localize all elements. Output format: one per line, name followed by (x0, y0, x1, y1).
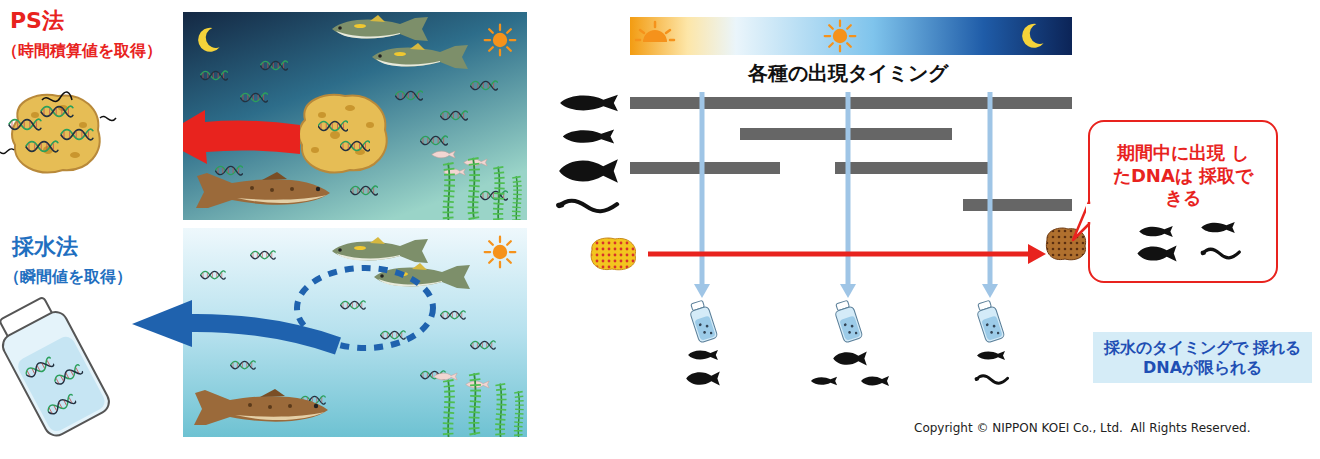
dna-strand (441, 311, 466, 319)
water-plant (448, 163, 450, 220)
ayu-fish (332, 237, 428, 263)
eel-silhouette (556, 201, 617, 212)
dna-strand (341, 301, 366, 309)
fish-silhouette (977, 351, 1005, 360)
callout-tail-joint (1086, 204, 1092, 222)
eel-silhouette (1201, 249, 1240, 258)
method-name: 採水法 (12, 234, 78, 260)
fish-silhouette (559, 159, 618, 182)
mini-bottle (975, 299, 1005, 343)
time-bar (630, 17, 1072, 55)
water-plant (474, 373, 476, 434)
fish-silhouette (833, 351, 867, 365)
small-fish (432, 151, 455, 158)
panel-background (183, 228, 527, 437)
dna-strand (381, 331, 406, 339)
fish-silhouette (861, 376, 889, 386)
water-plant (516, 176, 517, 220)
method-name: PS法 (10, 8, 64, 34)
callout-tail (1068, 122, 1098, 285)
small-fish (434, 373, 457, 380)
dna-strand (440, 111, 468, 120)
copyright-note: Copyright © NIPPON KOEI Co., Ltd. All Ri… (914, 421, 1251, 435)
dna-strand (471, 341, 496, 349)
timing-title: 各種の出現タイミング (748, 61, 948, 85)
mini-bottle (688, 299, 718, 343)
dna-strand (251, 251, 276, 259)
fish-silhouette (1137, 246, 1176, 262)
ayu-fish (372, 43, 468, 69)
dna-strand (231, 361, 256, 369)
sample-bottle (0, 292, 113, 440)
fish-silhouette (560, 95, 618, 112)
sunrise-icon (636, 22, 674, 42)
brown-fish (196, 172, 330, 208)
sun-icon (825, 21, 856, 52)
method-note: （時間積算値を取得） (2, 41, 162, 60)
note-box: 採水のタイミングで 採れるDNAが限られる (1093, 332, 1312, 383)
water-plant (518, 391, 519, 437)
sun-icon (485, 237, 516, 268)
red-arrow (183, 110, 300, 164)
water-plant (500, 384, 502, 437)
fish-silhouette (686, 371, 720, 385)
sun-icon (485, 25, 516, 56)
ayu-fish (374, 263, 470, 289)
dna-strand (395, 91, 423, 100)
fish-silhouette (688, 350, 718, 360)
method-note: （瞬間値を取得） (4, 267, 132, 286)
callout-box: 期間中に出現 したDNAは 採取できる (1088, 120, 1278, 283)
sampling-arrows (694, 92, 998, 298)
sponge (299, 95, 387, 172)
water-plant (473, 158, 475, 219)
sponge-start (591, 238, 635, 270)
dna-strand (215, 166, 243, 175)
moon-icon (198, 28, 219, 52)
eel-silhouette (975, 376, 1008, 384)
ps-panel (183, 12, 527, 220)
ayu-fish (332, 15, 428, 41)
fish-silhouette (1201, 222, 1235, 233)
node-text: 期間中に出現 したDNAは 採取できる (1108, 142, 1258, 210)
brown-fish (194, 389, 328, 425)
collected-species (1090, 217, 1275, 277)
sampling-panel (183, 228, 527, 437)
water-plant (498, 167, 500, 220)
water-plant (448, 380, 450, 437)
moon-icon (1022, 24, 1043, 48)
panel-background (183, 12, 527, 220)
dna-strand (240, 93, 268, 102)
fish-silhouette (811, 377, 837, 385)
collected-sponge (0, 92, 116, 172)
dna-strand (420, 136, 448, 145)
dna-strand (470, 81, 498, 90)
fish-silhouette (563, 129, 614, 143)
dna-strand (200, 71, 228, 80)
node-text: 採水のタイミングで 採れるDNAが限られる (1100, 338, 1305, 378)
appearance-bars (630, 97, 1072, 211)
mini-bottle (833, 299, 863, 343)
blue-arrow (132, 300, 338, 347)
fish-silhouette (1139, 226, 1173, 237)
dna-strand (260, 61, 288, 70)
dna-strand (201, 271, 226, 279)
dna-strand (350, 186, 378, 195)
ps-period-arrow (648, 244, 1046, 264)
